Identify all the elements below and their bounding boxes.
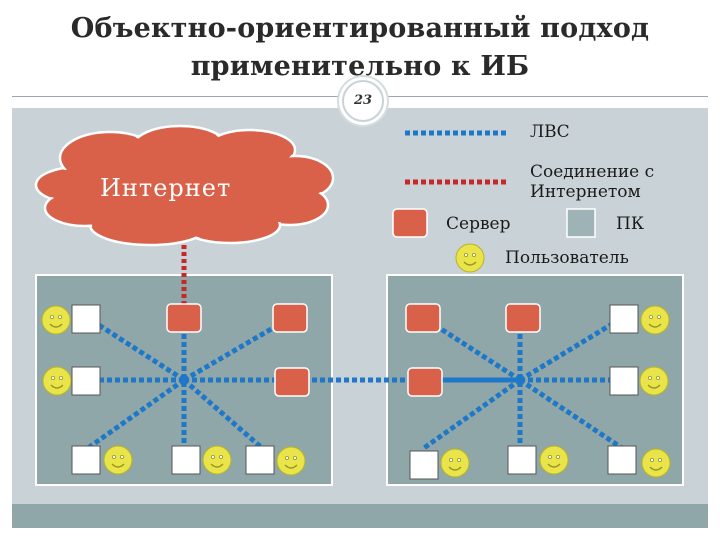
pc-node [171, 445, 201, 475]
user-node [440, 448, 470, 478]
pc-node [409, 450, 439, 480]
page-number: 23 [342, 80, 384, 122]
user-node [103, 445, 133, 475]
user-node [639, 366, 669, 396]
user-node [640, 305, 670, 335]
server-node [272, 303, 308, 333]
pc-node [71, 445, 101, 475]
cloud-label: Интернет [100, 174, 232, 202]
slide-title: Объектно-ориентированный подход применит… [0, 10, 720, 86]
user-node [202, 445, 232, 475]
legend-user-swatch [455, 243, 485, 273]
pc-node [609, 366, 639, 396]
pc-node [71, 304, 101, 334]
legend-lan-label: ЛВС [530, 122, 570, 142]
slide-footer-bar [12, 504, 708, 528]
user-node [539, 445, 569, 475]
internet-cloud-fill [38, 128, 331, 243]
server-node [166, 303, 202, 333]
server-node [407, 367, 443, 397]
legend-internet-label-1: Соединение с [530, 162, 655, 182]
title-line-2: применительно к ИБ [190, 51, 530, 82]
legend-pc-label: ПК [616, 214, 644, 234]
server-node [405, 303, 441, 333]
server-node [505, 303, 541, 333]
pc-node [507, 445, 537, 475]
user-node [641, 448, 671, 478]
pc-node [245, 445, 275, 475]
legend-server-swatch [392, 208, 428, 238]
title-line-1: Объектно-ориентированный подход [70, 13, 650, 44]
legend-user-label: Пользователь [505, 248, 629, 268]
pc-node [71, 366, 101, 396]
user-node [276, 446, 306, 476]
legend-pc-swatch [566, 208, 596, 238]
user-node [41, 305, 71, 335]
legend-server-label: Сервер [446, 214, 511, 234]
pc-node [607, 445, 637, 475]
legend-internet-label-2: Интернетом [530, 182, 641, 202]
server-node [274, 367, 310, 397]
pc-node [609, 304, 639, 334]
user-node [42, 366, 72, 396]
